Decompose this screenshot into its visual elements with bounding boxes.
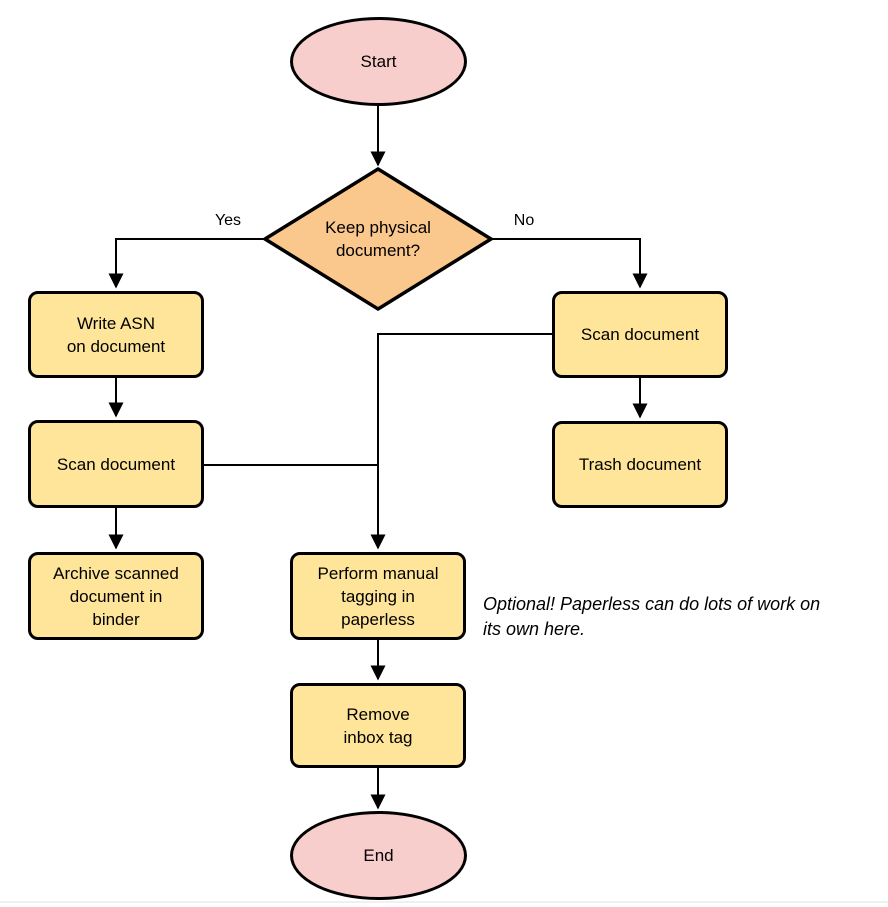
edge-decision-no-to-scan-right — [491, 238, 648, 289]
node-end-label: End — [363, 846, 394, 865]
bottom-rule — [0, 901, 888, 903]
node-write-asn-label: Write ASN on document — [66, 313, 166, 356]
node-archive-binder-label: Archive scanned document in binder — [53, 563, 179, 629]
node-write-asn: Write ASN on document — [28, 291, 204, 378]
node-end: End — [290, 811, 467, 900]
node-trash-document: Trash document — [552, 421, 728, 508]
node-remove-inbox-tag-label: Remove inbox tag — [343, 704, 413, 747]
node-trash-document-label: Trash document — [578, 455, 702, 474]
node-scan-document-left: Scan document — [28, 420, 204, 508]
node-manual-tagging-label: Perform manual tagging in paperless — [317, 563, 439, 629]
node-scan-document-left-label: Scan document — [56, 454, 176, 474]
node-manual-tagging: Perform manual tagging in paperless — [290, 552, 466, 640]
optional-note: Optional! Paperless can do lots of work … — [483, 594, 821, 639]
edge-label-no: No — [513, 212, 535, 229]
edge-decision-yes-to-write-asn — [108, 238, 265, 289]
node-start: Start — [290, 17, 467, 106]
node-start-label: Start — [360, 52, 397, 71]
node-decision-keep-physical: Keep physical document? — [278, 209, 478, 269]
node-decision-label: Keep physical document? — [325, 218, 431, 260]
decision-diamond-shape — [261, 166, 495, 312]
node-archive-binder: Archive scanned document in binder — [28, 552, 204, 640]
node-scan-document-right: Scan document — [552, 291, 728, 378]
node-remove-inbox-tag: Remove inbox tag — [290, 683, 466, 768]
edge-label-yes: Yes — [214, 212, 242, 229]
edge-scan-right-to-tagging — [370, 333, 552, 550]
node-scan-document-right-label: Scan document — [580, 325, 700, 344]
